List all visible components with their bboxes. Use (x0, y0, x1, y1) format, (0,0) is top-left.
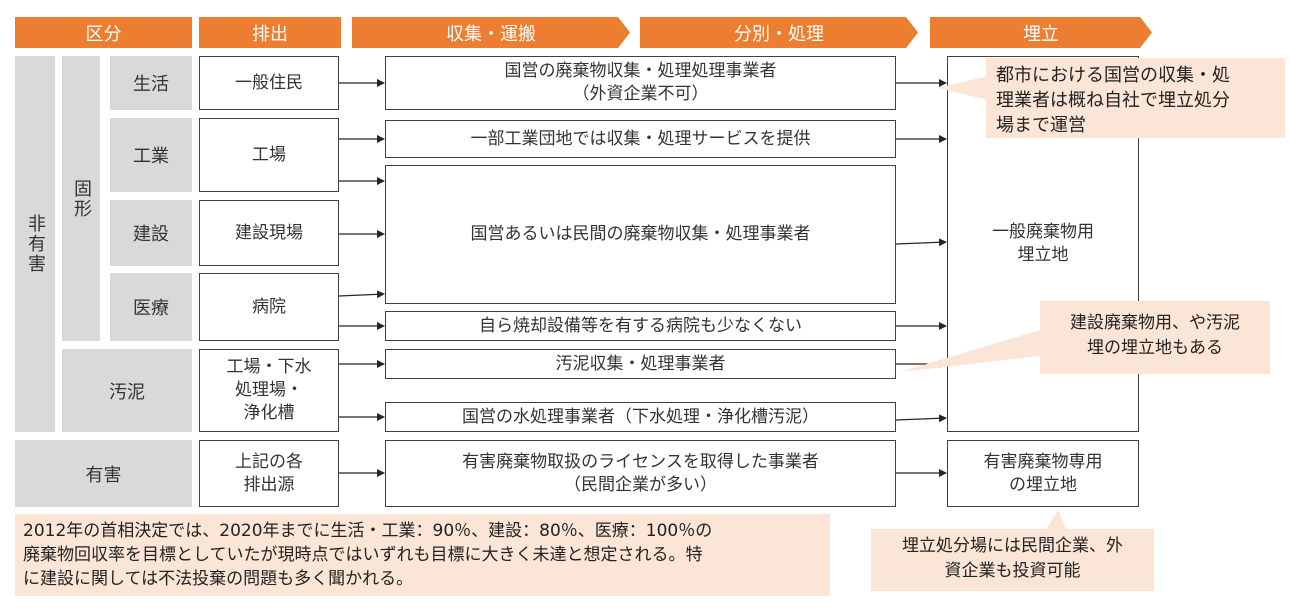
source-construction-site: 建設現場 (199, 200, 339, 266)
callout-pointer-investment (1044, 510, 1068, 533)
category-hazardous: 有害 (15, 440, 192, 507)
arrow-hospital-to-private (338, 290, 385, 299)
source-all: 上記の各 排出源 (199, 440, 339, 507)
category-sludge: 汚泥 (62, 349, 192, 432)
landfill-general-label: 一般廃棄物用 埋立地 (992, 222, 1094, 265)
category-non-hazardous: 非有害 (15, 56, 55, 432)
header-landfill: 埋立 (930, 17, 1152, 48)
callout-pointer-urban (938, 76, 988, 100)
category-non-hazardous-label: 非有害 (25, 214, 46, 274)
category-medical: 医療 (110, 273, 192, 341)
source-sludge: 工場・下水 処理場・ 浄化槽 (199, 349, 339, 432)
processor-hospital-incinerators: 自ら焼却設備等を有する病院も少なくない (385, 311, 896, 341)
source-factory: 工場 (199, 118, 339, 192)
callout-pointer-construction (900, 330, 1040, 372)
landfill-hazardous: 有害廃棄物専用 の埋立地 (947, 440, 1139, 507)
processor-hazardous-licensed: 有害廃棄物取扱のライセンスを取得した事業者 （民間企業が多い） (385, 440, 896, 507)
category-household: 生活 (110, 56, 192, 110)
processor-sludge: 汚泥収集・処理事業者 (385, 349, 896, 379)
category-construction: 建設 (110, 200, 192, 266)
arrow-private-to-landfill (895, 238, 947, 247)
header-discharge: 排出 (199, 17, 341, 48)
category-industrial: 工業 (110, 118, 192, 192)
category-solid: 固形 (62, 56, 100, 341)
source-household: 一般住民 (199, 56, 339, 110)
processor-state-water: 国営の水処理事業者（下水処理・浄化槽汚泥） (385, 402, 896, 432)
note-construction-sludge: 建設廃棄物用、や汚泥 埋の埋立地もある (1040, 301, 1270, 374)
note-urban-state: 都市における国営の収集・処 理業者は概ね自社で埋立処分 場まで運営 (986, 58, 1285, 138)
category-solid-label: 固形 (71, 178, 92, 219)
note-2012-target: 2012年の首相決定では、2020年までに生活・工業：90％、建設：80％、医療… (15, 514, 830, 596)
header-sorting: 分別・処理 (640, 17, 918, 48)
note-private-investment: 埋立処分場には民間企業、外 資企業も投資可能 (871, 529, 1154, 591)
arrow-water-to-landfill (895, 414, 947, 423)
processor-state-or-private: 国営あるいは民間の廃棄物収集・処理事業者 (385, 165, 896, 304)
header-collection: 収集・運搬 (352, 17, 630, 48)
processor-state-household: 国営の廃棄物収集・処理処理事業者 （外資企業不可） (385, 56, 896, 110)
header-category: 区分 (15, 17, 192, 48)
processor-industrial-parks: 一部工業団地では収集・処理サービスを提供 (385, 120, 896, 158)
source-hospital: 病院 (199, 273, 339, 341)
